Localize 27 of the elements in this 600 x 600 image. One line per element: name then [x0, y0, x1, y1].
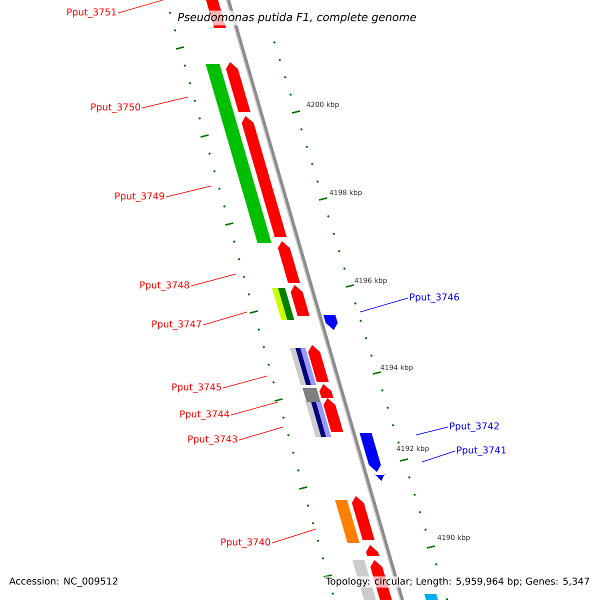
gene-label: Pput_3741 [457, 446, 506, 456]
leader-line [230, 402, 278, 416]
gene-label: Pput_3745 [172, 383, 221, 393]
gene-label: Pput_3746 [410, 293, 460, 303]
leader-line [190, 274, 236, 286]
gene-label: Pput_3748 [140, 281, 190, 291]
leader-line [360, 298, 408, 312]
leader-line [166, 186, 212, 198]
leader-line [202, 312, 248, 326]
leader-line [272, 528, 316, 544]
accession-text: Accession: NC_009512 [8, 576, 120, 588]
gene-label: Pput_3743 [188, 435, 238, 445]
gene-label: Pput_3750 [91, 103, 140, 113]
gene-label: Pput_3749 [115, 192, 164, 202]
leader-line [118, 0, 164, 14]
gene-label: Pput_3740 [221, 538, 270, 548]
gene-label: Pput_3744 [180, 410, 230, 420]
gene-label: Pput_3742 [450, 422, 499, 432]
leader-line [416, 426, 448, 436]
title: Pseudomonas putida F1, complete genome [176, 10, 418, 26]
leader-line [222, 376, 268, 388]
leader-line [422, 450, 456, 462]
genome-info-text: Topology: circular; Length: 5,959,964 bp; Genes: 5,347 [324, 576, 591, 588]
leader-line [142, 96, 188, 108]
gene-label: Pput_3751 [67, 8, 116, 18]
gene-label: Pput_3747 [152, 320, 201, 330]
leader-line [238, 426, 284, 440]
